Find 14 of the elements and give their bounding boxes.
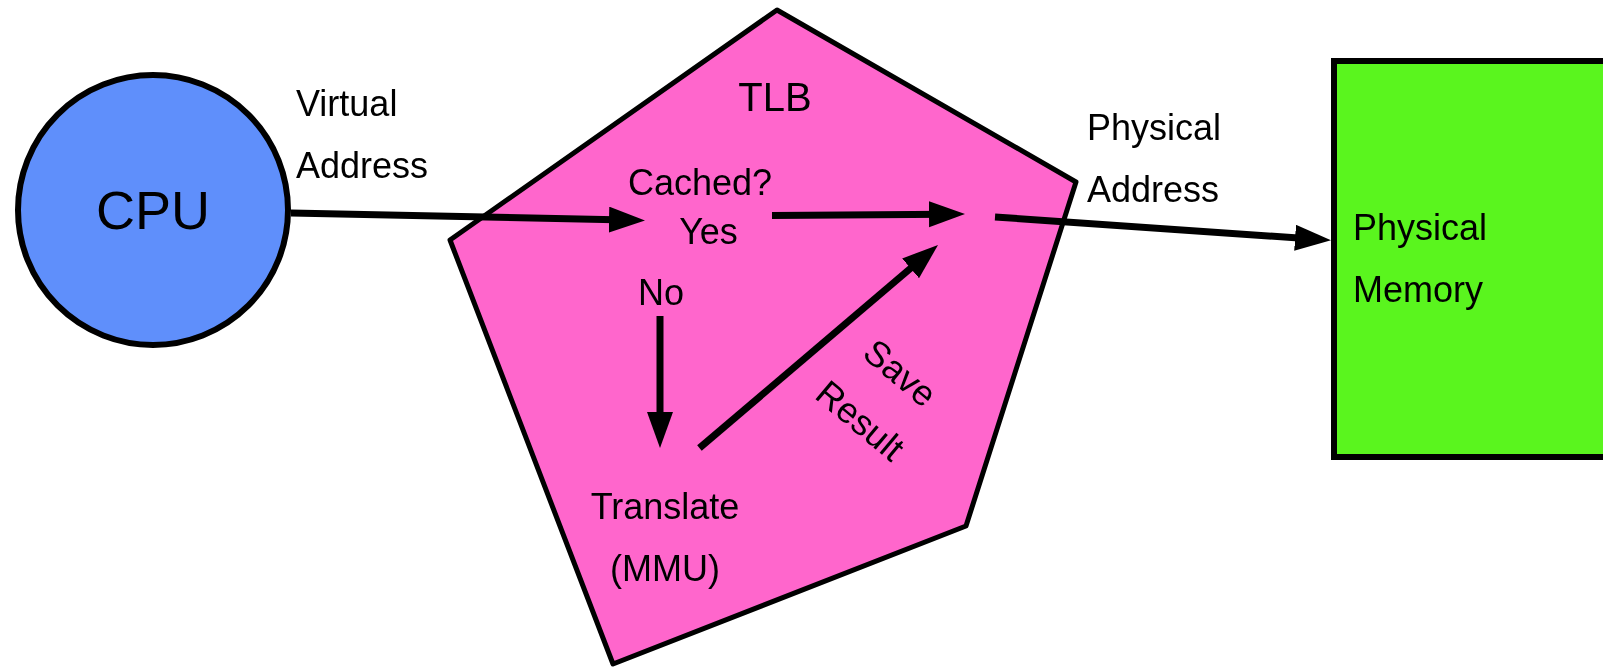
edge-label: Physical Address (1087, 106, 1223, 212)
process-label: Translate (MMU) (589, 485, 741, 591)
memory-box (1331, 58, 1603, 460)
node-label: CPU (96, 179, 210, 241)
branch-label: No (638, 271, 684, 315)
node-label: Physical Memory (1353, 206, 1489, 312)
arrow (994, 213, 1331, 251)
arrow (771, 201, 965, 228)
tlb-title: TLB (737, 74, 813, 121)
branch-label: Yes (679, 210, 738, 254)
edge-label: Virtual Address (296, 82, 430, 188)
decision-label: Cached? (627, 161, 773, 205)
arrow (290, 206, 645, 233)
arrow (697, 245, 938, 451)
